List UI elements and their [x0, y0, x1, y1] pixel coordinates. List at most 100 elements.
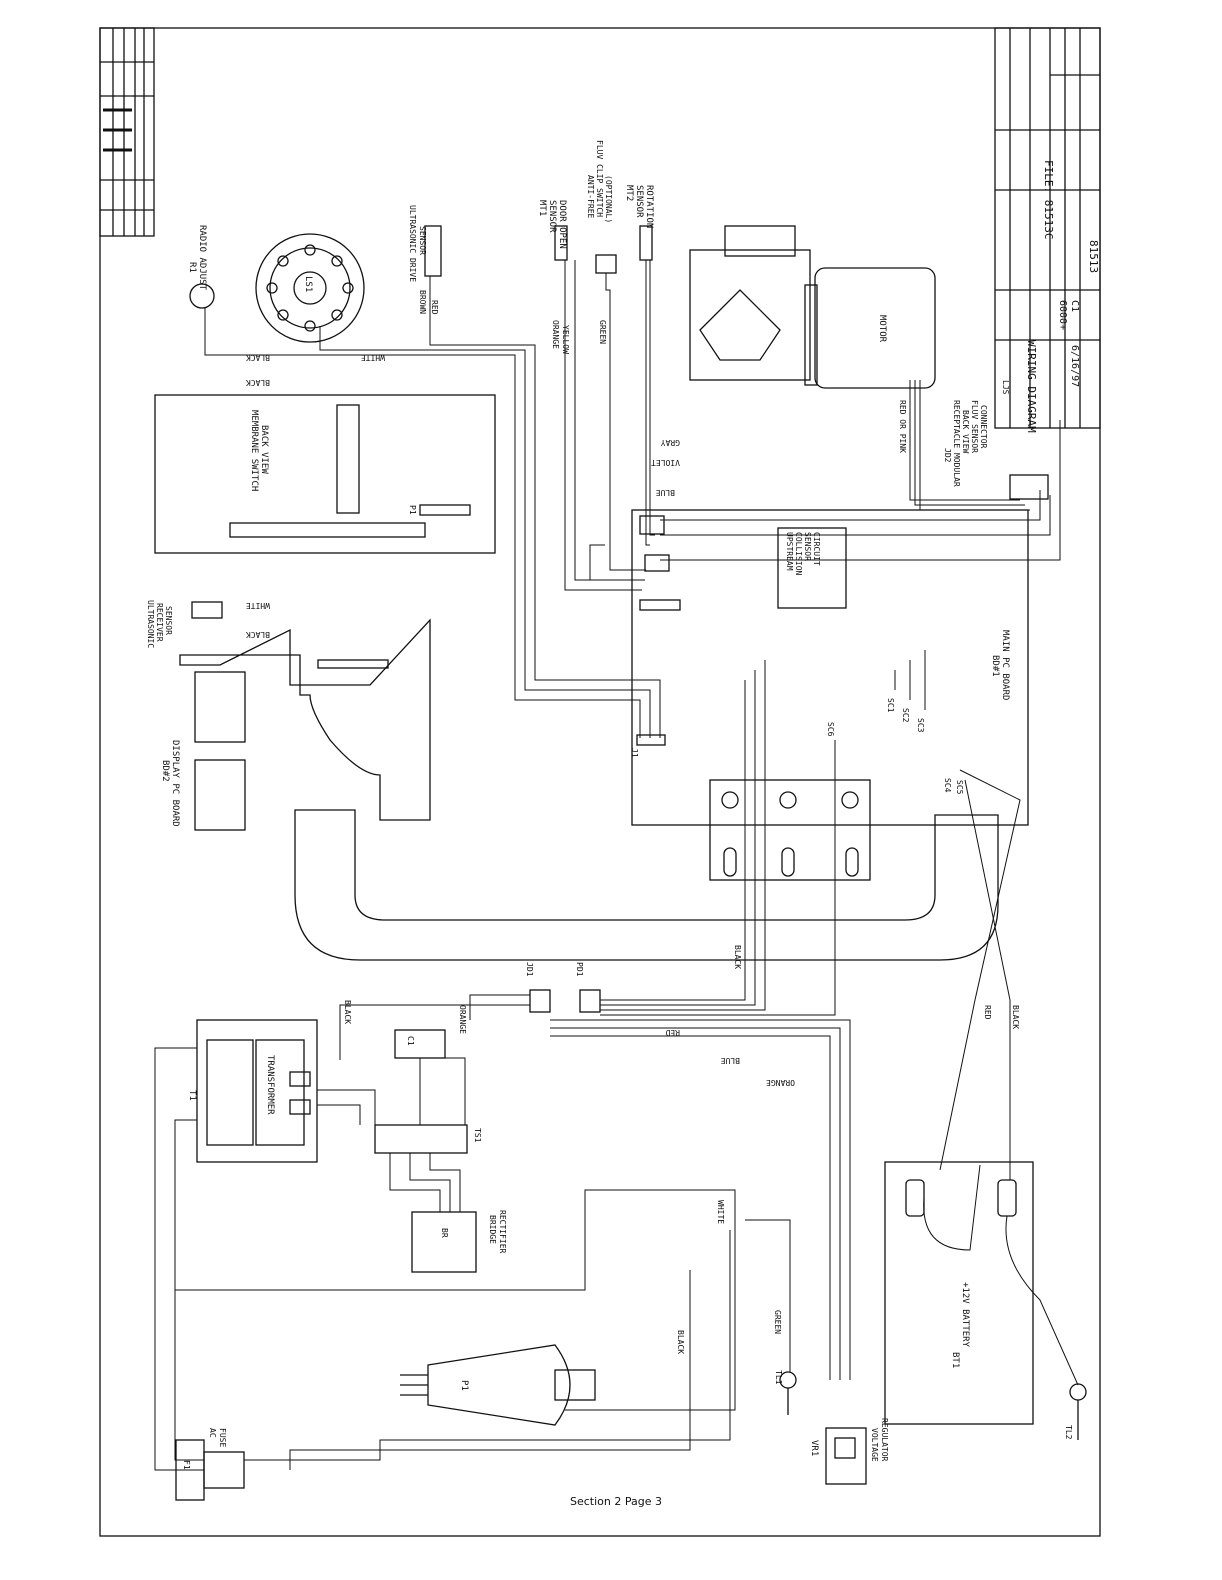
p1-plug-label: P1: [459, 1380, 469, 1391]
transformer-label: TRANSFORMER: [265, 1055, 275, 1115]
upstream-3: SENSOR: [803, 532, 812, 561]
wire-blue-2: BLUE: [721, 1056, 740, 1065]
wire-black-5: BLACK: [343, 1000, 352, 1024]
sc5-label: SC5: [955, 780, 964, 795]
sc2-label: SC2: [901, 708, 910, 723]
main-board-connector-b: [644, 554, 670, 572]
wire-white-1: WHITE: [361, 353, 385, 362]
mt2-sensor: [639, 225, 653, 261]
f1-label: F1: [182, 1460, 191, 1470]
mt1-sensor: [554, 225, 568, 261]
vreg-1: VOLTAGE: [870, 1428, 879, 1462]
drawing-title: WIRING DIAGRAM: [1025, 340, 1038, 433]
jd2-2: RECEPTACLE MODULAR: [952, 400, 961, 487]
mt1-label: MT1: [537, 200, 547, 216]
r1-label: R1: [187, 262, 197, 273]
model-label: 6000+: [1057, 300, 1068, 330]
wire-black-3: BLACK: [246, 630, 270, 639]
vreg-2: REGULATOR: [880, 1418, 889, 1462]
bridge-rectifier: [411, 1211, 477, 1273]
wire-black-7: BLACK: [676, 1330, 685, 1354]
vr1-regulator: [825, 1427, 867, 1485]
ultrasonic-receiver-sensor: [191, 601, 223, 619]
membrane-switch: [154, 394, 496, 554]
mt2-desc2: ROTATION: [644, 185, 654, 228]
wire-black-4: BLACK: [733, 945, 742, 969]
wire-black-6: BLACK: [1011, 1005, 1020, 1029]
fuse-label-1: AC: [208, 1428, 217, 1438]
file-label: FILE: 81513C: [1042, 160, 1055, 239]
wire-red-2: RED: [665, 1028, 680, 1037]
bridge-1: BRIDGE: [488, 1215, 497, 1244]
main-board-connector-c: [639, 599, 681, 611]
jd2-receptacle: [1009, 474, 1049, 500]
us-drive-label: ULTRASONIC DRIVE: [408, 205, 417, 282]
labels: FILE: 81513C WIRING DIAGRAM 6000+ 6/16/9…: [146, 140, 1100, 1470]
wire-green-1: GREEN: [598, 320, 607, 344]
anti-free-1: ANTI-FREE: [586, 175, 595, 219]
membrane-label-2: BACK VIEW: [259, 425, 269, 474]
c1-label: C1: [406, 1036, 415, 1046]
upstream-2: COLLISION: [794, 532, 803, 576]
bridge-2: RECTIFIER: [498, 1210, 507, 1254]
wire-violet: VIOLET: [651, 458, 680, 467]
wire-white-2: WHITE: [246, 601, 270, 610]
mt2-desc1: SENSOR: [634, 185, 644, 218]
wire-orange-1: ORANGE: [551, 320, 560, 349]
tl1-label: TL1: [774, 1370, 783, 1385]
j1-label: J1: [630, 748, 639, 758]
c1-capacitor: [394, 1029, 446, 1059]
cable-loop: [294, 809, 999, 961]
display-pc-1: BD#2: [160, 760, 170, 782]
upstream-collision-circuit: [777, 527, 847, 609]
r1-desc: RADIO ADJUST: [197, 225, 207, 291]
us-recv-3: SENSOR: [164, 606, 173, 635]
date-label: 6/16/97: [1069, 345, 1080, 387]
wire-red-1: RED: [430, 300, 439, 315]
sheet-border: [99, 27, 1101, 1537]
us-drive-sensor-label: SENSOR: [418, 226, 427, 255]
main-pc-board: [631, 509, 1029, 826]
main-board-connector-a: [639, 515, 665, 535]
ultrasonic-drive-sensor: [424, 225, 442, 277]
sc1-label: SC1: [886, 698, 895, 713]
ts1-terminal-strip: [374, 1124, 468, 1154]
vr1-label: VR1: [809, 1440, 819, 1456]
wire-red-3: RED: [983, 1005, 992, 1020]
wire-yellow: YELLOW: [561, 325, 570, 354]
ls1-label: LS1: [303, 276, 313, 292]
upstream-1: UPSTREAM: [785, 532, 794, 571]
fuse-label-2: FUSE: [218, 1428, 227, 1447]
p1-plug: [400, 1344, 596, 1426]
wire-orange-3: ORANGE: [766, 1078, 795, 1087]
wire-black-1: BLACK: [246, 353, 270, 362]
motor-label: MOTOR: [877, 315, 887, 343]
sc4-label: SC4: [943, 778, 952, 793]
r1-potentiometer: [189, 283, 215, 309]
sc6-label: SC6: [826, 722, 835, 737]
wire-black-2: BLACK: [246, 378, 270, 387]
anti-free-2: FLUV CLIP SWITCH: [595, 140, 604, 217]
anti-free-switch: [595, 254, 617, 274]
wire-orange-2: ORANGE: [458, 1005, 467, 1034]
display-pc-2: DISPLAY PC BOARD: [170, 740, 180, 827]
revision-block: [99, 27, 155, 237]
sc3-label: SC3: [916, 718, 925, 733]
display-digit-2: [194, 759, 246, 831]
wire-white-3: WHITE: [716, 1200, 725, 1224]
t1-label: T1: [187, 1090, 197, 1101]
wire-gray: GRAY: [661, 438, 680, 447]
tl2-label: TL2: [1064, 1425, 1073, 1440]
title-block: [994, 27, 1101, 429]
anti-free-3: (OPTIONAL): [604, 175, 613, 223]
wire-green-2: GREEN: [773, 1310, 782, 1334]
display-pc-board: [179, 618, 431, 821]
display-digit-1: [194, 671, 246, 743]
battery-label-2: +12V BATTERY: [960, 1282, 970, 1348]
jd1-connector: [529, 989, 551, 1013]
vr1-hole: [834, 1437, 856, 1459]
battery-neg-terminal: [997, 1179, 1017, 1217]
drawing-number: 81513: [1087, 240, 1100, 273]
drawn-by: LJS: [1001, 380, 1010, 395]
tl2-terminal: [1069, 1383, 1087, 1401]
